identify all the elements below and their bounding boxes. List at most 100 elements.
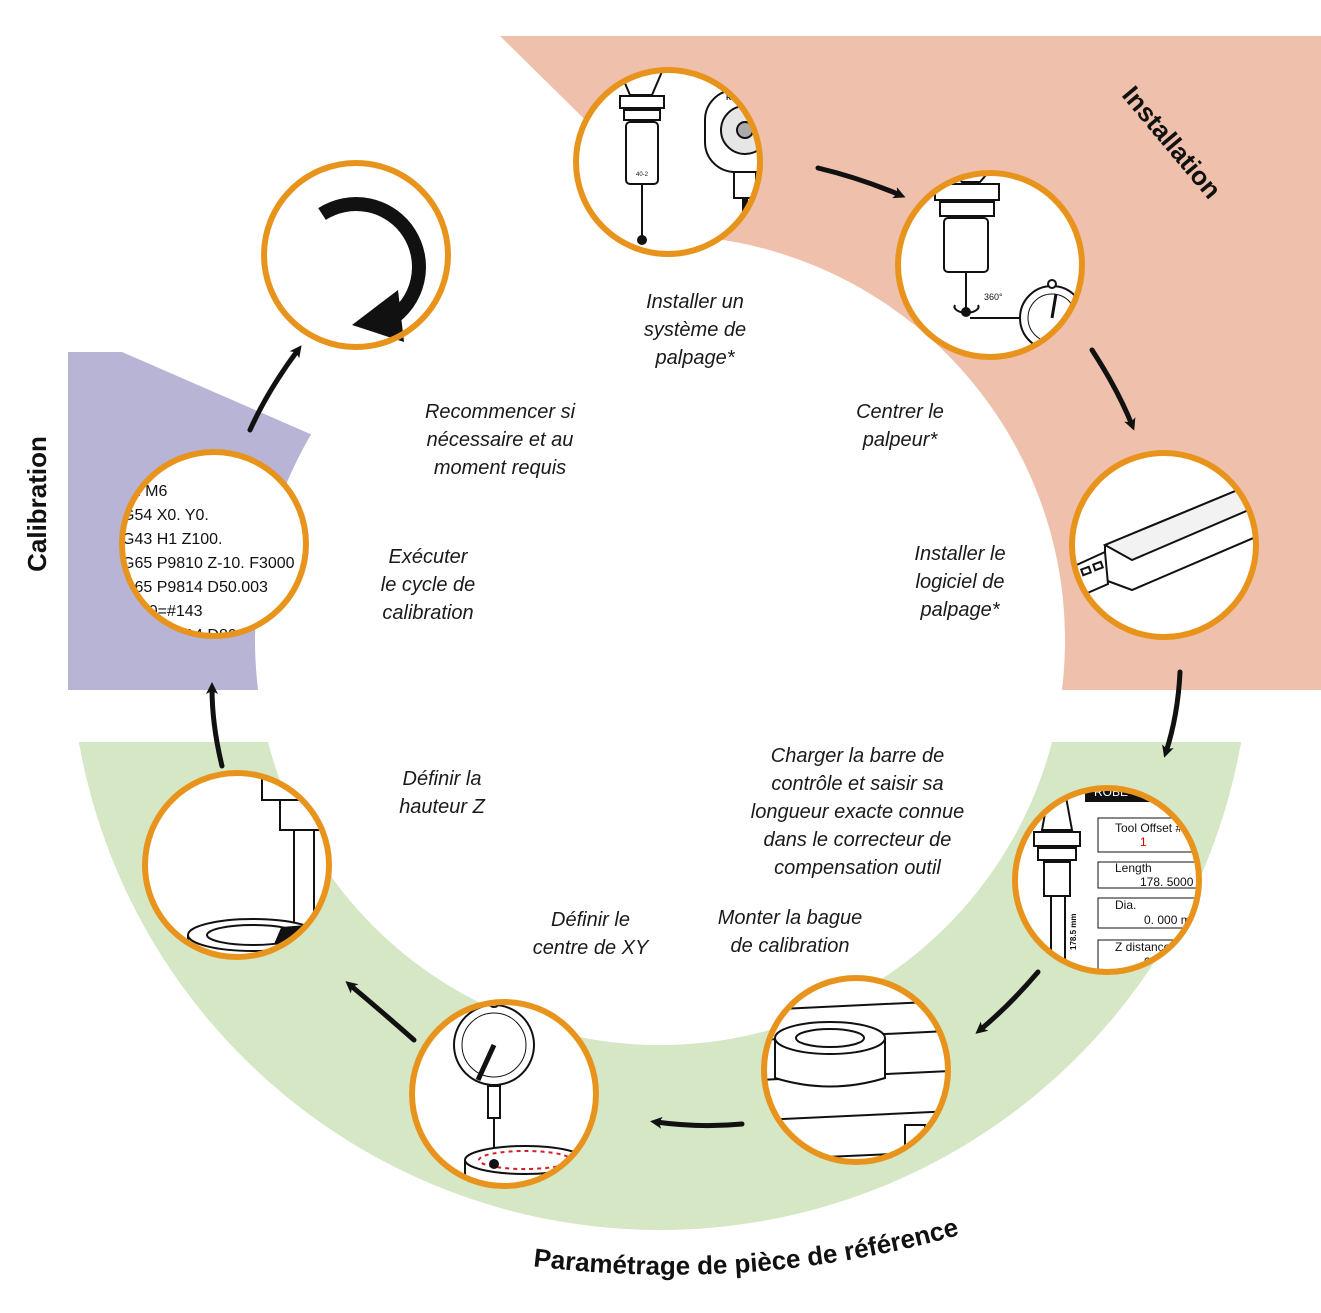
ring-outline [573,67,763,257]
caption-line: de calibration [730,935,850,957]
stylus-ball [489,1159,499,1169]
ring-outline [761,975,951,1165]
flow-arrows [206,165,1183,1129]
ring-outline [261,160,451,350]
ring-outline [1069,450,1259,640]
rotation-arrow [953,304,980,314]
caption-line: logiciel de [915,571,1005,593]
probe-model-label: 40-2 [636,172,649,178]
usb-contact-2 [1091,560,1105,572]
arrow-1-2 [815,165,906,199]
caption-line: le cycle de [380,574,476,596]
tool-offset-value: 1 [1140,835,1147,849]
length-box [1097,861,1199,889]
caption-line: Définir la [402,768,482,790]
caption-line: palpage* [655,347,735,369]
probe-body [943,217,989,273]
tool-offset-box [1097,817,1199,853]
caption-line: dans le correcteur de [763,829,952,851]
step-install-software-image [1069,450,1259,640]
gcode-line: G43 H1 Z100. [122,531,223,548]
setup-section-band [78,742,1242,1230]
label-load-bar: Charger la barre de contrôle et saisir sa… [710,742,1005,882]
caption-line: Monter la bague [717,907,863,929]
caption-line: calibration [382,602,474,624]
arrow-3-4 [1162,669,1183,758]
arrow-6-7 [345,981,417,1043]
arrow-5-6 [650,1116,745,1129]
caption-line: Installer le [914,543,1006,565]
caption-line: palpeur* [862,429,938,451]
caption-line: Définir le [551,909,630,931]
z-distance-label: Z distance [1115,940,1171,954]
label-install-software: Installer le logiciel de palpage* [885,540,1035,624]
label-set-z: Définir la hauteur Z [372,765,512,821]
caption-line: compensation outil [774,857,941,879]
caption-line: Installer un [646,291,744,313]
calibration-ring-bore [795,1028,865,1048]
probe-tip [637,235,647,245]
step-ring [122,452,306,636]
caption-line: longueur exacte connue [750,801,965,823]
cycle-center [255,235,1065,1045]
caption-line: système de [643,319,747,341]
arrow-8-9 [247,345,302,433]
probe-flange [619,95,665,109]
probe-flange-lower [623,109,661,121]
length-value: 178. 5000 mm [1140,875,1217,889]
repeat-arrowhead [352,290,404,342]
indicator-stem [487,1085,501,1119]
length-label: Length [1115,861,1152,875]
probe-flange-lower [939,201,995,217]
label-set-xy: Définir le centre de XY [508,906,673,962]
caption-line: Recommencer si [424,401,576,423]
caption-line: centre de XY [532,937,649,959]
arrow-4-5 [975,969,1041,1034]
tool-offset-label: Tool Offset # [1115,821,1182,835]
ring-outline [119,449,309,639]
dia-label: Dia. [1115,898,1136,912]
gcode-line: G54 X0. Y0. [122,507,209,524]
step-repeat-image [261,160,451,350]
repeat-arrow-icon [318,197,426,326]
bar-holder-flange-lower [1037,847,1077,861]
caption-line: hauteur Z [399,796,485,818]
bar-holder-body [1043,861,1071,897]
dia-box [1097,897,1199,929]
bar-length-label: 178.5 mm [1069,914,1078,950]
step-set-xy-image [409,999,599,1189]
dial-crown [1047,279,1057,289]
gcode-line: G65 P9814 D50.003 [122,579,268,596]
arrow-2-3 [1089,347,1136,431]
ring-outline [142,770,332,960]
caption-line: contrôle et saisir sa [771,773,944,795]
label-install-probe: Installer un système de palpage* [620,288,770,372]
arrow-7-8 [206,682,225,769]
caption-line: Charger la barre de [770,745,945,767]
label-center-probe: Centrer le palpeur* [830,398,970,454]
step-load-bar-image: ROBE - TOOL DI Tool Offset # 1 Length 17… [1012,785,1217,975]
reference-bar [293,829,315,927]
label-run-cycle: Exécuter le cycle de calibration [358,543,498,627]
gcode-line: G65 P9810 Z-10. F3000 [122,555,295,572]
calibration-title: Calibration [22,436,52,572]
rotation-angle-label: 360° [984,292,1003,302]
label-mount-ring: Monter la bague de calibration [690,904,890,960]
step-mount-ring-image [761,975,951,1165]
bar-holder-flange [1033,831,1081,847]
ring-outline [895,170,1085,360]
dial-needle [1050,293,1058,319]
caption-line: moment requis [433,457,567,479]
ring-outline [1012,785,1202,975]
caption-line: Exécuter [388,546,468,568]
usb-stick-top [1102,485,1256,562]
usb-contact-1 [1079,565,1093,577]
ring-outline [409,999,599,1189]
caption-line: palpage* [920,599,1000,621]
step-center-probe-image: 360° [895,170,1085,360]
caption-line: Centrer le [856,401,944,423]
dial-needle [475,1043,497,1082]
step-set-z-image [142,770,332,960]
